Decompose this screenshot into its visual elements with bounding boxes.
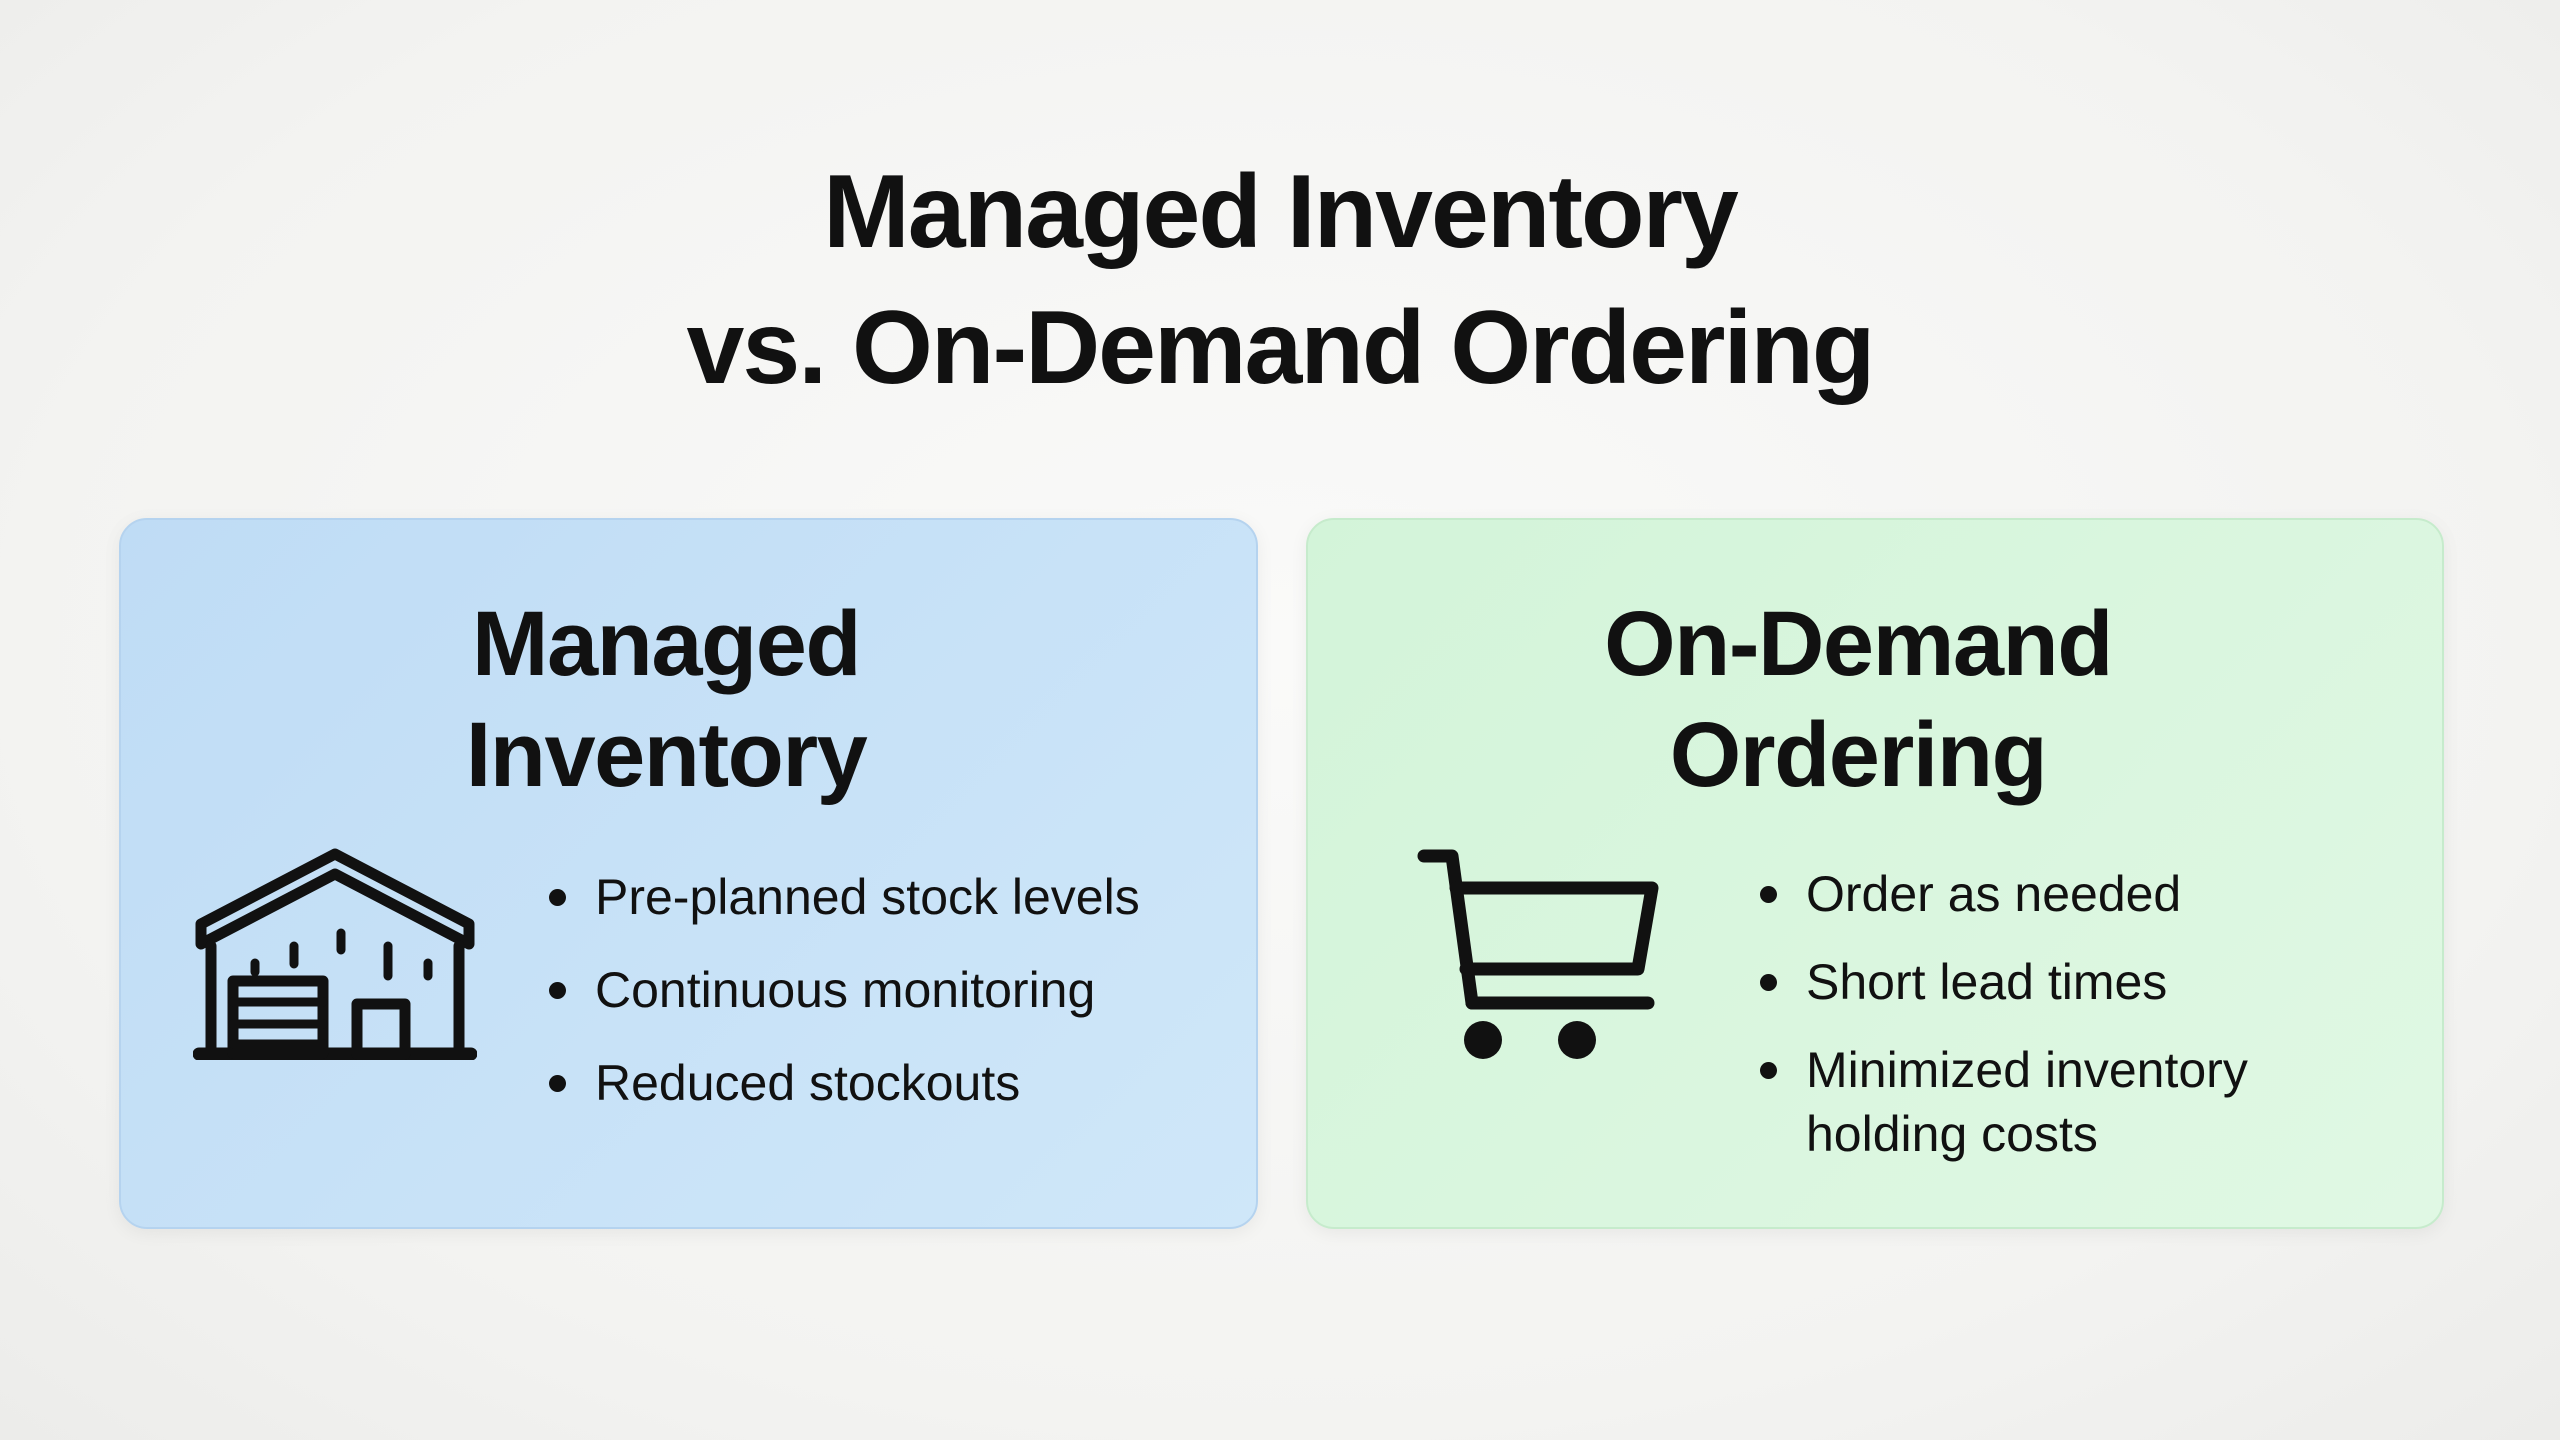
warehouse-icon bbox=[193, 848, 477, 1060]
card-title-line-1: On-Demand bbox=[1604, 593, 2113, 695]
page-title: Managed Inventory vs. On-Demand Ordering bbox=[0, 144, 2560, 416]
card-title: On-Demand Ordering bbox=[1598, 589, 2118, 811]
bullet-icon bbox=[1760, 886, 1777, 903]
bullet-icon bbox=[549, 889, 566, 906]
bullet-icon bbox=[1760, 1062, 1777, 1079]
card-title-line-1: Managed bbox=[471, 593, 862, 695]
bullet-list: Order as needed Short lead times Minimiz… bbox=[1760, 862, 2326, 1190]
list-item: Order as needed bbox=[1760, 862, 2326, 926]
list-item-text: Order as needed bbox=[1806, 866, 2182, 922]
list-item: Minimized inventory holding costs bbox=[1760, 1038, 2326, 1166]
bullet-list: Pre-planned stock levels Continuous moni… bbox=[549, 865, 1140, 1144]
on-demand-ordering-card: On-Demand Ordering Order as needed Short… bbox=[1306, 518, 2444, 1229]
list-item-text: Minimized inventory holding costs bbox=[1806, 1042, 2248, 1162]
list-item: Short lead times bbox=[1760, 950, 2326, 1014]
page-title-line-1: Managed Inventory bbox=[823, 154, 1739, 270]
list-item-text: Reduced stockouts bbox=[595, 1055, 1021, 1111]
card-title-line-2: Inventory bbox=[465, 704, 868, 806]
bullet-icon bbox=[1760, 974, 1777, 991]
list-item: Pre-planned stock levels bbox=[549, 865, 1140, 929]
bullet-icon bbox=[549, 1075, 566, 1092]
list-item-text: Short lead times bbox=[1806, 954, 2168, 1010]
page-title-line-2: vs. On-Demand Ordering bbox=[686, 290, 1876, 406]
shopping-cart-icon bbox=[1417, 849, 1659, 1059]
card-title-line-2: Ordering bbox=[1669, 704, 2048, 806]
list-item-text: Continuous monitoring bbox=[595, 962, 1096, 1018]
list-item: Continuous monitoring bbox=[549, 958, 1140, 1022]
card-title: Managed Inventory bbox=[441, 589, 891, 811]
bullet-icon bbox=[549, 982, 566, 999]
list-item-text: Pre-planned stock levels bbox=[595, 869, 1140, 925]
list-item: Reduced stockouts bbox=[549, 1051, 1140, 1115]
managed-inventory-card: Managed Inventory Pre-planned stock leve… bbox=[119, 518, 1258, 1229]
